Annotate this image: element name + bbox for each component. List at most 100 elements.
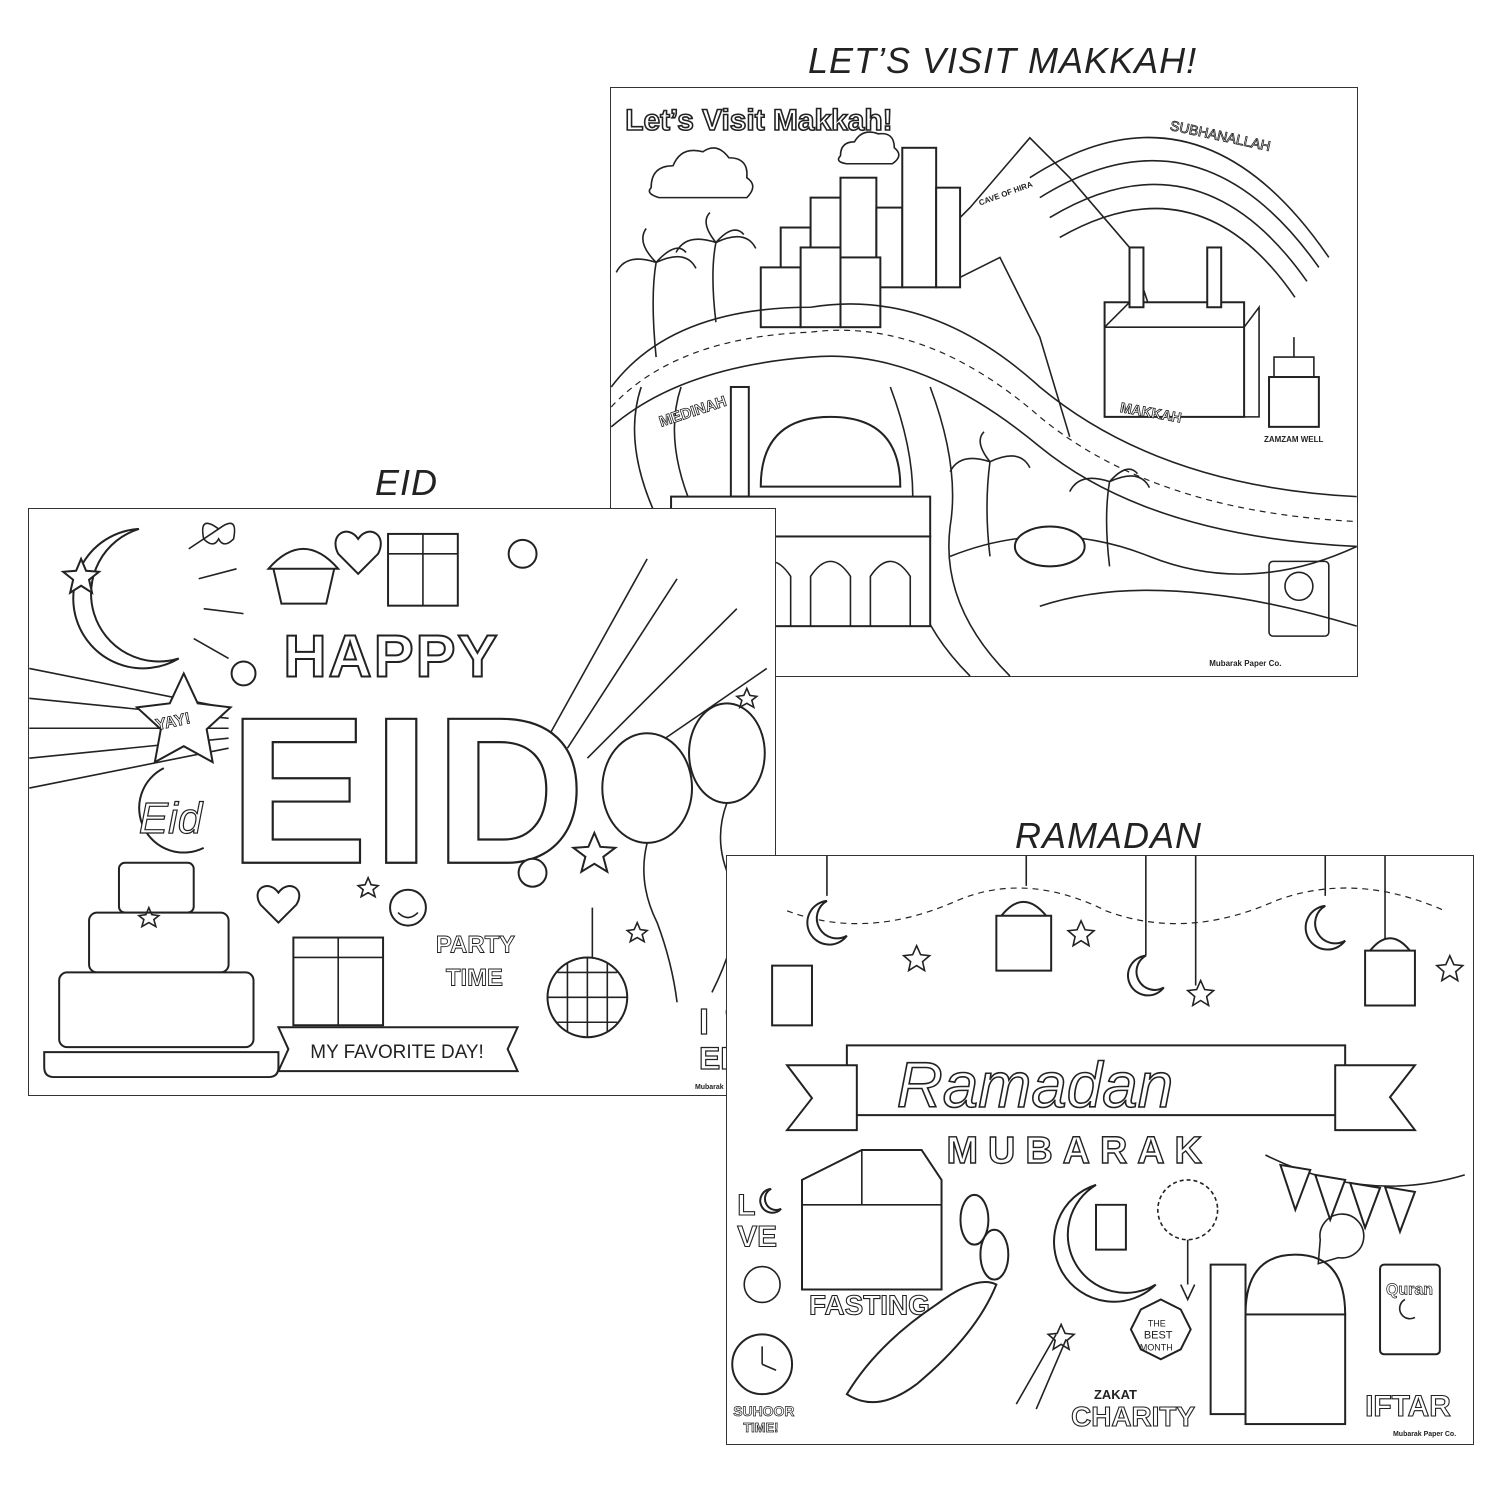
- caption-eid: EID: [375, 462, 439, 503]
- cloud-icon: [648, 147, 754, 199]
- line-art-shape: [1284, 571, 1314, 602]
- line-art-shape: [611, 303, 1357, 498]
- line-art-shape: [1029, 136, 1330, 258]
- flower-icon: [517, 857, 548, 888]
- star-icon: [1434, 953, 1465, 983]
- iftar-label: IFTAR: [1365, 1390, 1451, 1423]
- line-art-shape: [611, 329, 1357, 523]
- palm-tree-icon: [675, 212, 757, 323]
- ramadan-credit: Mubarak Paper Co.: [1393, 1431, 1456, 1438]
- star-icon: [734, 686, 759, 709]
- line-art-shape: [1278, 1163, 1417, 1235]
- line-art-shape: [1039, 159, 1320, 268]
- line-art-shape: [1104, 301, 1260, 418]
- star-icon: [625, 920, 650, 944]
- line-art-shape: [901, 146, 938, 289]
- favorite-day-banner: [276, 1026, 520, 1073]
- line-art-shape: [1059, 207, 1296, 298]
- prayer-beads-icon: [1157, 1179, 1219, 1241]
- balloon-icon: [601, 732, 694, 844]
- caption-makkah: LET’S VISIT MAKKAH!: [808, 40, 1198, 81]
- favorite-day-label: MY FAVORITE DAY!: [310, 1042, 483, 1063]
- flower-icon: [507, 538, 538, 569]
- line-art-shape: [929, 386, 1011, 676]
- line-art-shape: [1180, 1239, 1196, 1302]
- subhanallah-label: SUBHANALLAH: [1169, 117, 1272, 154]
- makkah-title: Let’s Visit Makkah!: [625, 104, 892, 137]
- lantern-icon: [1364, 937, 1416, 1007]
- kaaba-icon: [801, 1149, 943, 1291]
- i-label: I: [699, 1002, 709, 1042]
- line-art-shape: [979, 1228, 1010, 1281]
- line-art-shape: [1334, 1064, 1417, 1132]
- fasting-label: FASTING: [809, 1289, 930, 1320]
- line-art-shape: [1128, 246, 1145, 309]
- line-art-shape: [1039, 589, 1357, 627]
- line-art-shape: [949, 535, 1357, 575]
- heart-icon: [256, 885, 301, 924]
- line-art-shape: [802, 1150, 942, 1206]
- ramadan-coloring-sheet: Ramadan MUBARAK L VE FASTING Quran IFTAR: [726, 855, 1474, 1445]
- quran-label: Quran: [1386, 1282, 1433, 1299]
- happy-label: HAPPY: [283, 622, 499, 689]
- lantern-icon: [771, 964, 813, 1027]
- lantern-icon: [995, 900, 1053, 972]
- star-icon: [136, 905, 161, 929]
- line-art-shape: [88, 911, 230, 974]
- flower-icon: [230, 660, 257, 687]
- mosque-dome-icon: [1244, 1253, 1347, 1316]
- star-icon: [901, 943, 932, 973]
- crescent-moon-icon: [759, 1187, 782, 1214]
- star-icon: [570, 830, 619, 874]
- lantern-icon: [1095, 1203, 1127, 1251]
- line-art-shape: [1206, 246, 1223, 309]
- smiley-icon: [389, 888, 427, 927]
- love-ve-label: VE: [737, 1221, 777, 1254]
- line-art-shape: [1398, 1298, 1416, 1320]
- smile-bubble-icon: [743, 1265, 781, 1304]
- star-icon: [60, 556, 102, 595]
- line-art-shape: [58, 971, 255, 1049]
- line-art-shape: [759, 415, 902, 488]
- ramadan-title: Ramadan: [897, 1049, 1173, 1121]
- line-art-shape: [786, 887, 1446, 925]
- best-month-label: MONTH: [1140, 1342, 1173, 1352]
- line-art-shape: [935, 186, 962, 289]
- heart-bubble-icon: [1317, 1213, 1365, 1265]
- crescent-moon-icon: [72, 527, 180, 670]
- crescent-moon-icon: [1304, 904, 1346, 951]
- line-art-shape: [29, 667, 229, 789]
- line-art-shape: [1103, 301, 1246, 418]
- line-art-shape: [138, 767, 205, 854]
- eid-illustration: YAY! Eid HAPPY EID PARTY TIME: [29, 522, 768, 1091]
- star-icon: [1066, 918, 1096, 948]
- line-art-shape: [546, 558, 768, 779]
- line-art-shape: [1268, 376, 1320, 428]
- balloon-icon: [688, 702, 766, 804]
- minaret-icon: [1209, 1263, 1247, 1416]
- cake-icon: [117, 861, 195, 914]
- line-art-shape: [293, 937, 384, 1026]
- quran-book-icon: [1379, 1263, 1441, 1356]
- prayer-rug-icon: [845, 1281, 998, 1404]
- crescent-moon-icon: [806, 899, 848, 946]
- makkah-credit: Mubarak Paper Co.: [1209, 659, 1281, 668]
- crescent-moon-icon: [1126, 954, 1165, 997]
- line-art-shape: [43, 1051, 280, 1079]
- line-art-shape: [826, 856, 1386, 986]
- cloud-icon: [837, 131, 900, 165]
- love-l-label: L: [737, 1189, 755, 1222]
- zamzam-well-label: ZAMZAM WELL: [1264, 435, 1323, 444]
- line-art-shape: [397, 912, 419, 919]
- eid-coloring-sheet: YAY! Eid HAPPY EID PARTY TIME: [28, 508, 776, 1096]
- mubarak-label: MUBARAK: [947, 1130, 1212, 1172]
- line-art-shape: [547, 957, 628, 1038]
- yay-star-icon: [134, 671, 233, 765]
- star-icon: [356, 875, 381, 899]
- line-art-shape: [839, 256, 882, 329]
- best-the-label: THE: [1148, 1318, 1166, 1328]
- zakat-label: ZAKAT: [1094, 1387, 1137, 1402]
- charity-label: CHARITY: [1071, 1401, 1195, 1432]
- shooting-star-icon: [1015, 1322, 1077, 1410]
- line-art-shape: [799, 246, 842, 329]
